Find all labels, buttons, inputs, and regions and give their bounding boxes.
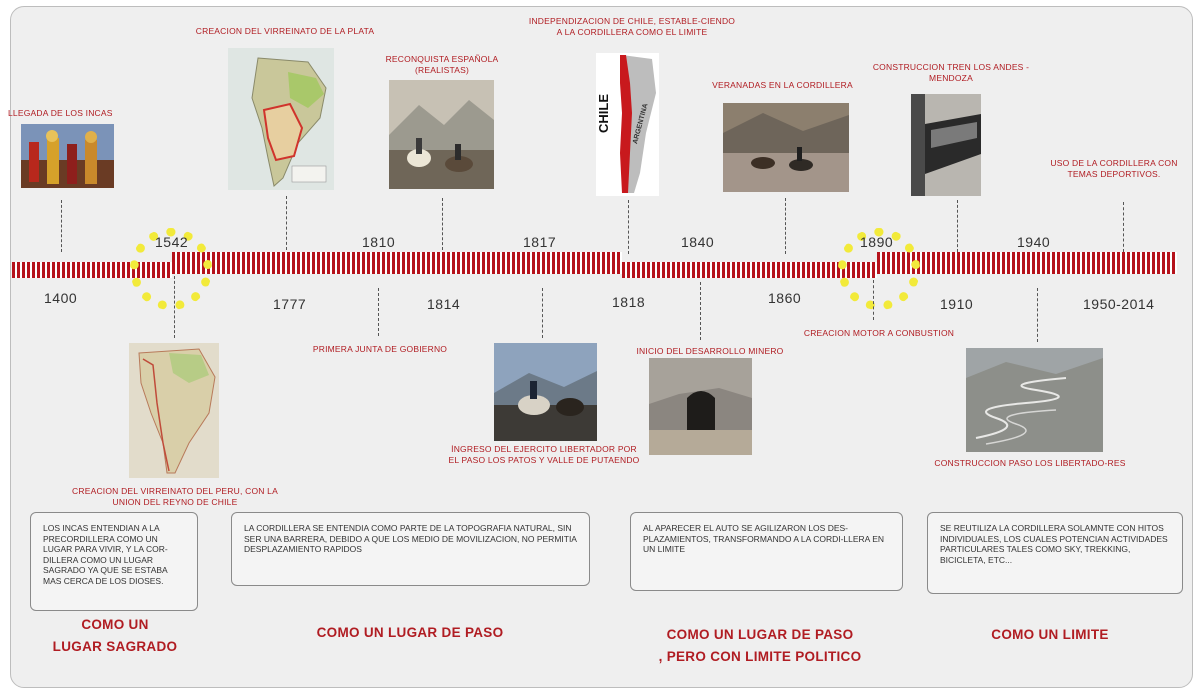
timeline-bar-segment-3 [622,262,877,278]
map-virreinato-peru [129,343,219,478]
map-virreinato-plata [228,48,334,190]
event-reconquista-label: RECONQUISTA ESPAÑOLA (REALISTAS) [385,54,499,75]
event-tren-label: CONSTRUCCION TREN LOS ANDES - MENDOZA [872,62,1030,83]
heading-politico-line2: , PERO CON LIMITE POLITICO [658,649,862,664]
connector-libertadores [1037,288,1038,342]
event-libertadores-label: CONSTRUCCION PASO LOS LIBERTADO-RES [934,458,1126,468]
highlight-ring-1542 [130,228,212,310]
tren-photo [911,94,981,196]
highlight-ring-1890 [838,228,920,310]
event-junta-label: PRIMERA JUNTA DE GOBIERNO [312,344,448,354]
heading-paso: COMO UN LUGAR DE PASO [316,625,504,640]
map-label-chile: CHILE [596,94,611,133]
connector-minero [700,282,701,340]
event-minero-label: INICIO DEL DESARROLLO MINERO [636,346,784,356]
event-motor-label: CREACION MOTOR A CONBUSTION [803,328,955,338]
event-peru-label: CREACION DEL VIRREINATO DEL PERU, CON LA… [72,486,278,507]
heading-limite: COMO UN LIMITE [991,627,1109,642]
connector-reconquista [442,198,443,250]
description-box-2: LA CORDILLERA SE ENTENDIA COMO PARTE DE … [231,512,590,586]
year-1860: 1860 [768,290,802,306]
description-box-4: SE REUTILIZA LA CORDILLERA SOLAMNTE CON … [927,512,1183,594]
year-1890: 1890 [860,234,894,250]
year-1910: 1910 [940,296,974,312]
connector-motor [873,280,874,320]
incas-photo [21,124,114,188]
reconquista-painting [389,80,494,189]
timeline-bar-segment-2 [172,252,622,274]
year-1400: 1400 [44,290,78,306]
heading-politico-line1: COMO UN LUGAR DE PASO [666,627,854,642]
ejercito-painting [494,343,597,441]
event-incas-label: LLEGADA DE LOS INCAS [8,108,113,118]
connector-veranadas [785,198,786,254]
mina-photo [649,358,752,455]
heading-sagrado-line2: LUGAR SAGRADO [52,639,178,654]
year-1818: 1818 [612,294,646,310]
connector-deportes [1123,202,1124,252]
year-1542: 1542 [155,234,189,250]
veranadas-photo [723,103,849,192]
heading-sagrado-line1: COMO UN [81,617,149,632]
event-ejercito-label: İNGRESO DEL EJERCITO LIBERTADOR POR EL P… [448,444,640,465]
year-1777: 1777 [273,296,307,312]
year-1950-2014: 1950-2014 [1083,296,1155,312]
year-1817: 1817 [523,234,557,250]
description-box-1: LOS INCAS ENTENDIAN A LA PRECORDILLERA C… [30,512,198,611]
connector-independencia [628,200,629,254]
map-chile-argentina: CHILE ARGENTINA [596,53,659,196]
connector-peru [174,276,175,338]
description-box-3: AL APARECER EL AUTO SE AGILIZARON LOS DE… [630,512,903,591]
paso-libertadores-photo [966,348,1103,452]
year-1810: 1810 [362,234,396,250]
connector-plata [286,196,287,250]
event-deportes-label: USO DE LA CORDILLERA CON TEMAS DEPORTIVO… [1050,158,1178,179]
event-veranadas-label: VERANADAS EN LA CORDILLERA [712,80,853,90]
event-independencia-label: INDEPENDIZACION DE CHILE, ESTABLE-CIENDO… [528,16,736,37]
connector-ejercito [542,288,543,338]
year-1940: 1940 [1017,234,1051,250]
connector-tren [957,200,958,252]
year-1814: 1814 [427,296,461,312]
year-1840: 1840 [681,234,715,250]
connector-incas [61,200,62,252]
timeline-bar-segment-4 [877,252,1177,274]
connector-junta [378,288,379,336]
event-plata-label: CREACION DEL VIRREINATO DE LA PLATA [195,26,375,36]
